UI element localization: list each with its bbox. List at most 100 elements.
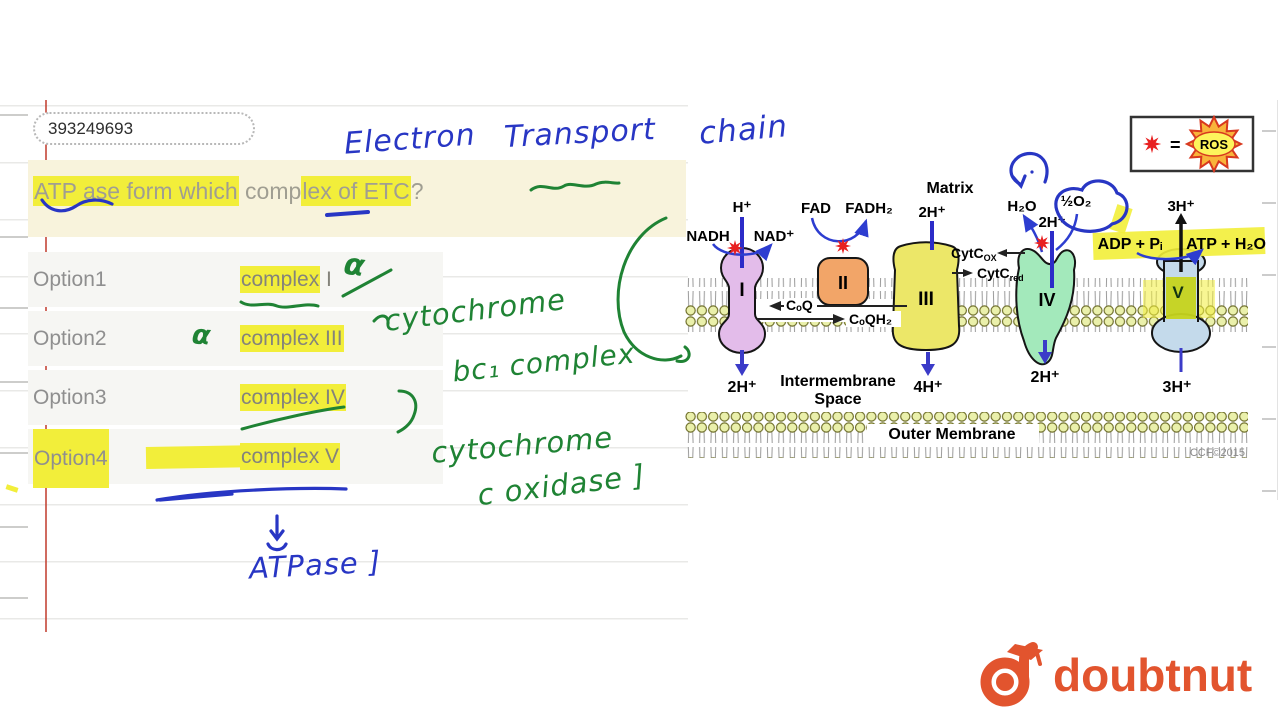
marker-dab bbox=[1109, 204, 1133, 234]
complex-III-label: III bbox=[918, 289, 934, 310]
option-value-rest: I bbox=[320, 268, 332, 291]
margin-red-line bbox=[45, 100, 47, 632]
3h-below-c5: 3H⁺ bbox=[1163, 379, 1192, 396]
question-text: ATP ase form which complex of ETC? bbox=[33, 176, 424, 206]
margin-rule bbox=[0, 236, 28, 238]
margin-rule bbox=[0, 114, 28, 116]
question-id: 393249693 bbox=[48, 119, 134, 138]
question-seg-highlight: lex of ETC bbox=[301, 176, 411, 206]
ros-star bbox=[727, 240, 743, 256]
3h-above-c5: 3H⁺ bbox=[1167, 198, 1194, 215]
etc-diagram: I II III IV V CₒQ CₒQH₂ CytCOX CytCred H… bbox=[685, 114, 1266, 459]
pen-hook bbox=[266, 542, 288, 552]
intermembrane-label-1: Intermembrane bbox=[780, 373, 896, 390]
pen-big-paren bbox=[616, 216, 683, 362]
handwriting-electron: Electron bbox=[342, 117, 477, 162]
ros-star bbox=[1034, 235, 1050, 251]
complex-V-marker bbox=[1166, 277, 1196, 319]
coq-label: CₒQ bbox=[786, 297, 813, 313]
doubtnut-logo: doubtnut bbox=[973, 638, 1275, 712]
cytc-ox-label: CytCOX bbox=[951, 245, 997, 263]
margin-rule bbox=[0, 597, 28, 599]
complex-V-label: V bbox=[1172, 283, 1184, 302]
edge-tick bbox=[1262, 346, 1276, 348]
edge-tick bbox=[1262, 418, 1276, 420]
atp-label: ATP + H₂O bbox=[1186, 236, 1266, 253]
marker-band bbox=[1092, 226, 1266, 260]
question-block: ATP ase form which complex of ETC? bbox=[28, 160, 686, 237]
2h-below-c1: 2H⁺ bbox=[728, 379, 757, 396]
option-label: Option2 bbox=[33, 327, 107, 350]
option-row-3[interactable]: Option3 complex IV bbox=[28, 370, 443, 425]
cytc-red-label: CytCred bbox=[977, 265, 1024, 283]
complex-IV-shape bbox=[1015, 248, 1076, 366]
option-value: complex V bbox=[240, 429, 341, 484]
intermembrane-label-2: Space bbox=[814, 391, 861, 408]
option-label: Option3 bbox=[33, 386, 107, 409]
option-value-highlight: complex III bbox=[240, 325, 344, 352]
option-value-highlight: complex IV bbox=[240, 384, 346, 411]
option-row-1[interactable]: Option1 complex I bbox=[28, 252, 443, 307]
option-row-4[interactable]: Option4 complex V bbox=[28, 429, 443, 488]
handwriting-c-oxidase: c oxidase ] bbox=[475, 457, 648, 513]
edge-line bbox=[1277, 100, 1278, 500]
fad-label: FAD bbox=[801, 200, 831, 217]
pen-underline-complex5 bbox=[155, 486, 348, 502]
option-label: Option4 bbox=[33, 429, 109, 488]
handwriting-transport: Transport bbox=[503, 112, 657, 155]
option-value: complex I bbox=[240, 252, 332, 307]
handwriting-bc1-complex: bc₁ complex bbox=[450, 336, 637, 389]
question-seg: ? bbox=[410, 178, 424, 204]
edge-tick bbox=[1262, 130, 1276, 132]
ros-star-icon bbox=[1142, 134, 1162, 154]
doubtnut-icon bbox=[980, 642, 1043, 707]
doubtnut-wordmark: doubtnut bbox=[1053, 649, 1253, 701]
pen-underline-complex5b bbox=[158, 492, 234, 502]
question-seg: comp bbox=[238, 178, 302, 204]
complex-II-label: II bbox=[838, 273, 848, 293]
2h-above-c3: 2H⁺ bbox=[918, 204, 945, 221]
ros-label: ROS bbox=[1200, 137, 1229, 152]
complex-I-label: I bbox=[739, 280, 744, 301]
edge-tick bbox=[1262, 274, 1276, 276]
pen-arrowhead bbox=[269, 529, 285, 542]
edge-tick bbox=[1262, 490, 1276, 492]
fadh2-label: FADH₂ bbox=[845, 200, 893, 217]
question-seg-highlight: ATP ase form which bbox=[33, 176, 239, 206]
credit-label: CCF©2015 bbox=[1190, 447, 1245, 459]
edge-tick bbox=[1262, 202, 1276, 204]
option-value-highlight: complex V bbox=[240, 443, 341, 470]
margin-rule bbox=[0, 307, 28, 309]
ros-equals: = bbox=[1170, 135, 1181, 155]
adp-label: ADP + Pᵢ bbox=[1098, 236, 1163, 253]
half-o2-label: ½O₂ bbox=[1061, 193, 1092, 210]
option-value: complex IV bbox=[240, 370, 346, 425]
4h-below-c3: 4H⁺ bbox=[914, 379, 943, 396]
h2o-label: H₂O bbox=[1007, 198, 1036, 215]
h-plus-label: H⁺ bbox=[733, 199, 752, 216]
option-value-highlight: complex bbox=[240, 266, 321, 293]
margin-rule bbox=[0, 381, 28, 383]
ros-oval bbox=[1192, 131, 1236, 157]
complex-III-shape bbox=[891, 241, 961, 352]
margin-rule bbox=[0, 452, 28, 454]
option-value: complex III bbox=[240, 311, 344, 366]
option-row-2[interactable]: Option2 complex III bbox=[28, 311, 443, 366]
outer-membrane-label: Outer Membrane bbox=[888, 426, 1015, 443]
handwriting-cytochrome-2: cytochrome bbox=[429, 420, 615, 470]
margin-rule bbox=[0, 526, 28, 528]
nadh-label: NADH bbox=[686, 228, 729, 245]
yellow-marker-dab bbox=[5, 484, 19, 493]
option-label: Option1 bbox=[33, 268, 107, 291]
2h-above-c4: 2H⁺ bbox=[1038, 214, 1065, 231]
question-id-box: 393249693 bbox=[33, 112, 255, 145]
marker-dab bbox=[1199, 280, 1215, 318]
2h-below-c4: 2H⁺ bbox=[1031, 369, 1060, 386]
ros-star bbox=[835, 238, 851, 254]
matrix-label: Matrix bbox=[926, 180, 973, 197]
complex-V-head bbox=[1151, 313, 1211, 353]
coqh2-label: CₒQH₂ bbox=[849, 311, 892, 327]
outer-membrane-label-bg bbox=[867, 424, 1039, 443]
complex-IV-label: IV bbox=[1038, 290, 1055, 310]
marker-dab bbox=[1143, 280, 1163, 318]
